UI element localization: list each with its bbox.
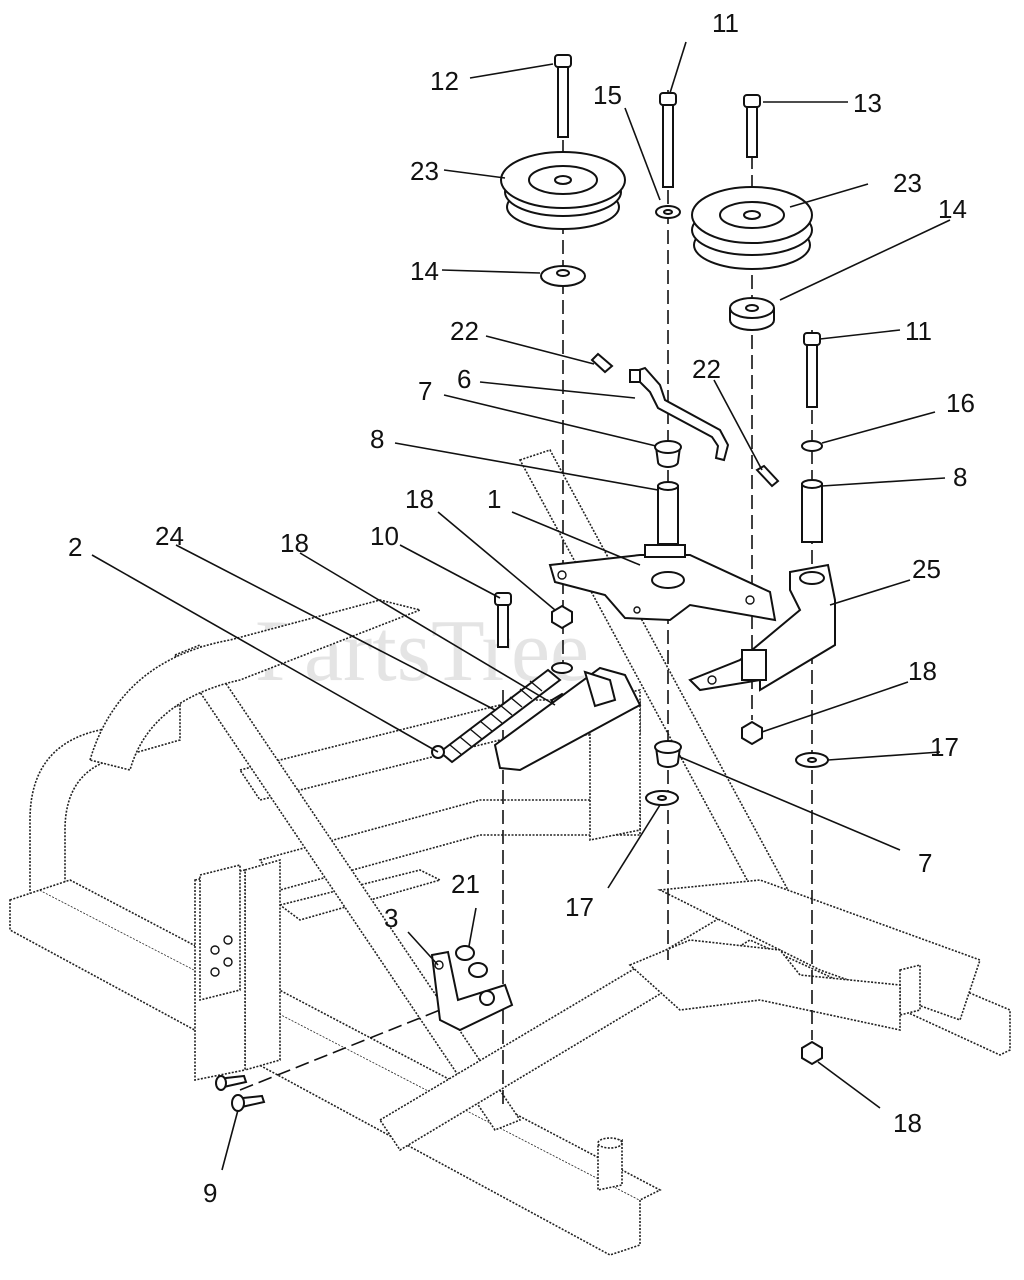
bushing-7-top [654,440,682,468]
spring-24 [431,668,562,764]
callout-1: 1 [487,484,501,514]
callout-18: 18 [405,484,434,514]
callout-17: 17 [930,732,959,762]
spacer-8-left [657,481,679,545]
callout-9: 9 [203,1178,217,1208]
bracket-3 [430,950,514,1032]
callout-25: 25 [912,554,941,584]
callout-24: 24 [155,521,184,551]
bolt-13 [743,94,761,158]
callout-3: 3 [384,903,398,933]
callout-23: 23 [893,168,922,198]
rod-6 [629,366,730,462]
callout-17: 17 [565,892,594,922]
callout-21: 21 [451,869,480,899]
callout-14: 14 [410,256,439,286]
nut-18-d [801,1040,823,1066]
callout-15: 15 [593,80,622,110]
bolt-12 [554,54,572,138]
callout-23: 23 [410,156,439,186]
callout-8: 8 [370,424,384,454]
washer-14-left [540,265,586,287]
washer-17-left [645,790,679,806]
bolt-10 [494,592,512,648]
callout-labels: 11 12 15 13 23 23 14 14 22 11 6 22 7 16 … [68,8,975,1208]
spacer-8-right [801,479,823,543]
washer-16 [801,440,823,452]
callout-18: 18 [908,656,937,686]
idler-arm-1 [548,544,777,622]
callout-6: 6 [457,364,471,394]
callout-7: 7 [918,848,932,878]
callout-12: 12 [430,66,459,96]
callout-18: 18 [893,1108,922,1138]
nut-21 [455,945,488,978]
leader-lines [91,41,951,1171]
callout-16: 16 [946,388,975,418]
cotter-pin-22-right [755,464,780,488]
callout-22: 22 [450,316,479,346]
nut-18-a [551,604,573,630]
spacer-14-right [729,297,775,331]
callout-14: 14 [938,194,967,224]
callout-11: 11 [712,8,739,38]
idler-pulley-23-right [691,186,813,270]
callout-22: 22 [692,354,721,384]
callout-8: 8 [953,462,967,492]
callout-7: 7 [418,376,432,406]
washer-15 [655,205,681,219]
cotter-pin-22-left [590,352,614,374]
callout-13: 13 [853,88,882,118]
bolts-9 [215,1074,266,1112]
idler-pulley-23-left [500,151,626,230]
bolt-11-top [659,92,677,188]
callout-10: 10 [370,521,399,551]
callout-18: 18 [280,528,309,558]
bracket-2 [493,662,642,772]
callout-2: 2 [68,532,82,562]
bushing-7-lower [654,740,682,768]
bolt-11-right [803,332,821,408]
bracket-25 [688,563,836,692]
nut-18-c [741,720,763,746]
mower-frame [9,449,1011,1256]
callout-11: 11 [905,316,932,346]
washer-17-right [795,752,829,768]
